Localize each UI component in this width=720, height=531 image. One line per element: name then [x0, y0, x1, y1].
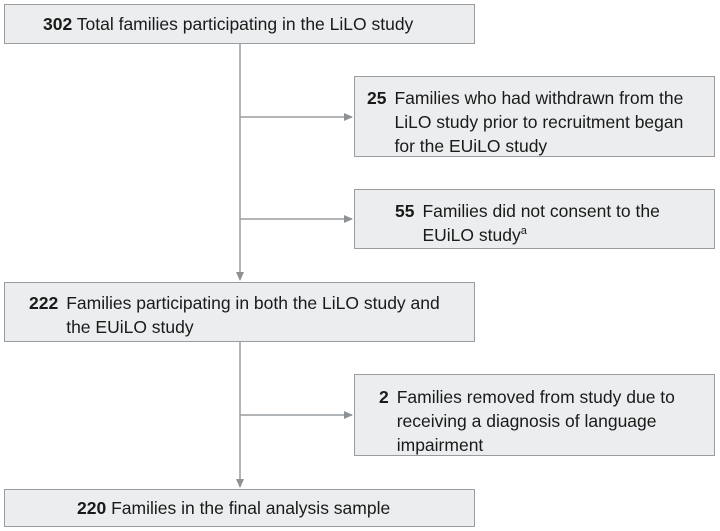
label-both: Families participating in both the LiLO …: [66, 293, 440, 337]
label-withdrawn: Families who had withdrawn from the LiLO…: [394, 88, 684, 156]
box-both-studies: 222 Families participating in both the L…: [4, 282, 475, 342]
count-both: 222: [29, 293, 59, 313]
count-no-consent: 55: [395, 201, 415, 221]
label-total: Total families participating in the LiLO…: [76, 14, 414, 34]
box-final-sample: 220 Families in the final analysis sampl…: [4, 489, 475, 527]
count-removed: 2: [379, 387, 389, 407]
box-total-families: 302 Total families participating in the …: [4, 4, 475, 44]
count-final: 220: [77, 498, 107, 518]
label-final: Families in the final analysis sample: [111, 498, 391, 518]
label-no-consent: Families did not consent to the EUiLO st…: [422, 201, 660, 245]
footnote-marker: a: [520, 225, 527, 238]
box-removed: 2 Families removed from study due to rec…: [354, 374, 715, 456]
label-removed: Families removed from study due to recei…: [396, 387, 675, 455]
count-total: 302: [43, 14, 73, 34]
count-withdrawn: 25: [367, 88, 387, 108]
box-withdrawn: 25 Families who had withdrawn from the L…: [354, 76, 715, 157]
box-no-consent: 55 Families did not consent to the EUiLO…: [354, 189, 715, 249]
